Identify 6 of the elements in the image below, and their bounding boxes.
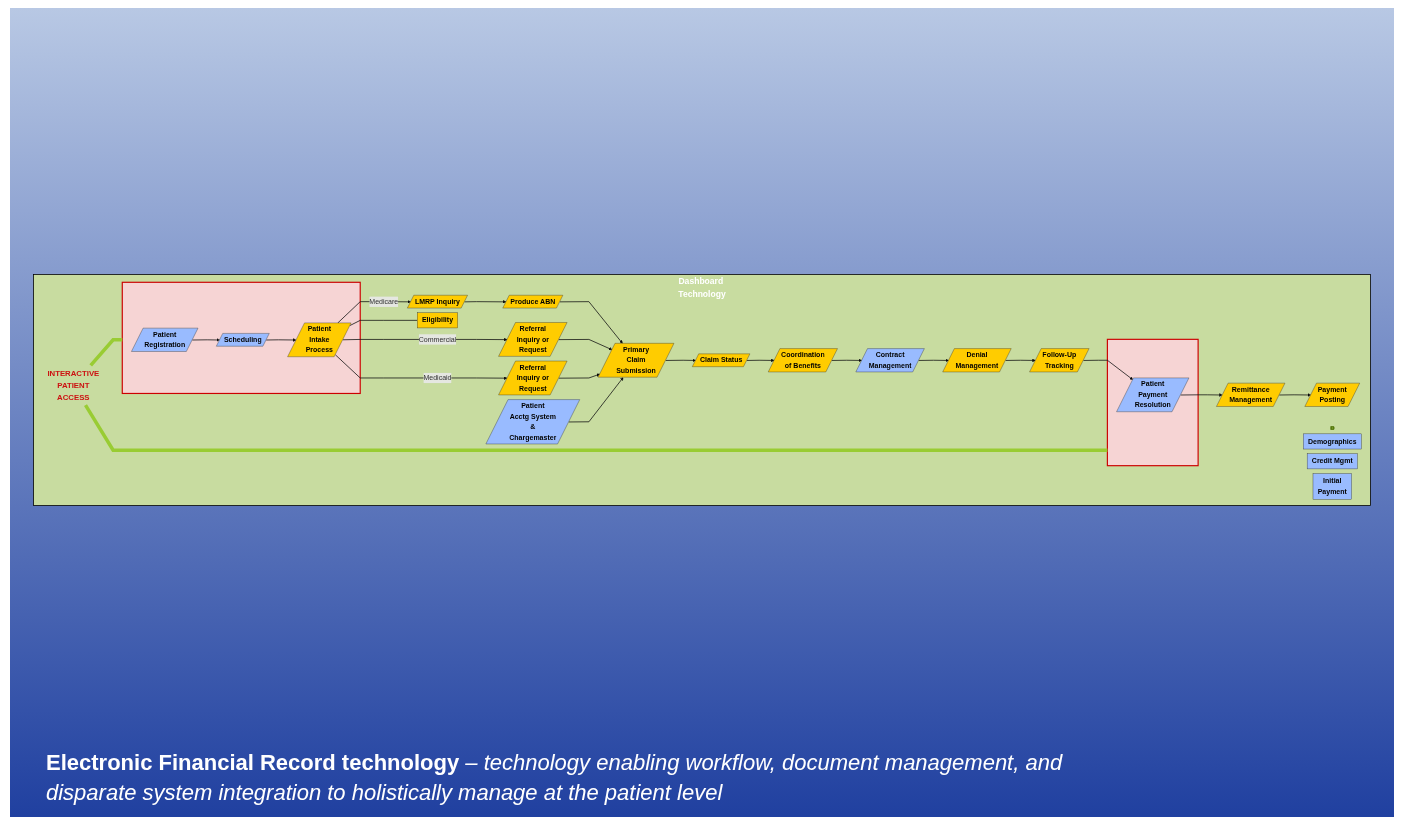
cluster: [1106, 338, 1199, 467]
connector: [349, 319, 418, 326]
connector: [89, 338, 123, 367]
connector: [84, 404, 1108, 452]
caption: Electronic Financial Record technology – technology enabling workflow, document management, and disparate system integration to holistically manage at the patient level: [46, 749, 1064, 807]
cluster: [121, 281, 361, 395]
